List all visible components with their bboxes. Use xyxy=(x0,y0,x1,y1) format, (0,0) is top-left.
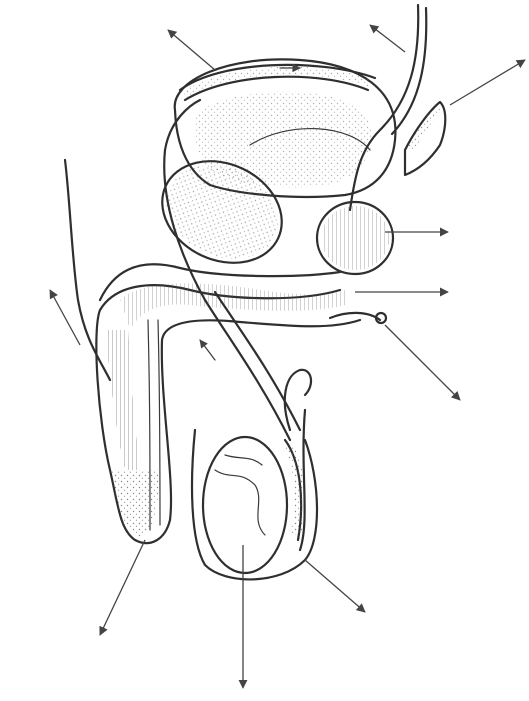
urethra-and-penis xyxy=(96,264,360,543)
duct-from-top xyxy=(350,5,426,210)
testis xyxy=(203,437,287,573)
pointer-arrow-vas-loop xyxy=(168,30,215,70)
pointer-arrow-left-duct xyxy=(50,290,80,345)
left-duct xyxy=(65,160,110,380)
epididymis xyxy=(285,440,301,540)
pointer-arrow-scrotum xyxy=(305,560,365,612)
seminal-vesicle xyxy=(405,102,445,175)
pointer-arrow-glans xyxy=(100,540,145,635)
pointer-arrow-duct-top xyxy=(370,25,405,52)
prostate-gland xyxy=(317,202,393,274)
pointer-arrow-seminal-vesicle xyxy=(450,60,525,105)
pointer-arrow-bulbourethral xyxy=(385,325,460,400)
